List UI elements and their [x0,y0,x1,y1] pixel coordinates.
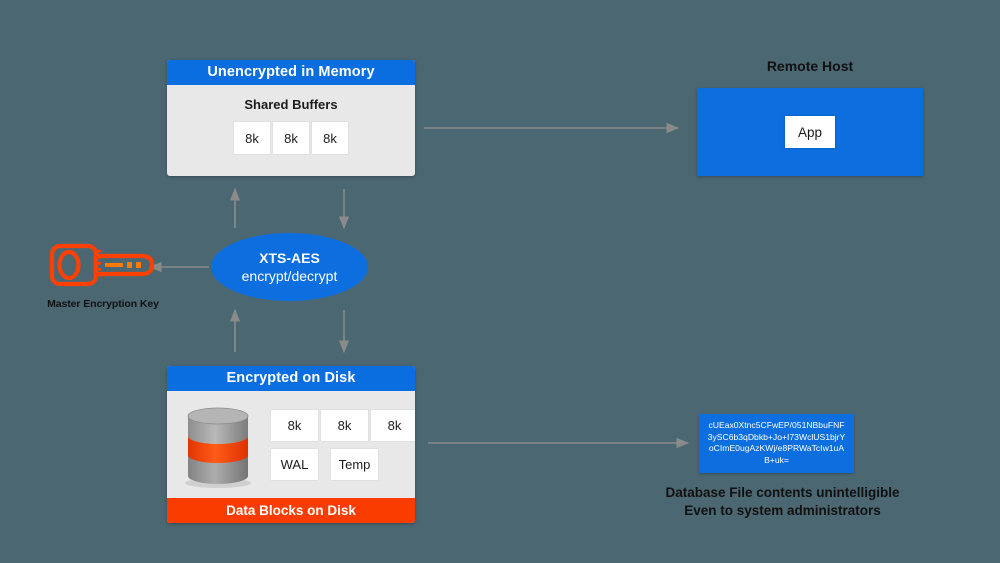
caption-line-2: Even to system administrators [684,503,881,518]
memory-panel-body: Shared Buffers 8k 8k 8k [167,85,415,154]
engine-subtitle: encrypt/decrypt [241,267,338,284]
disk-block-row-1: 8k 8k 8k [271,409,415,441]
key-caption: Master Encryption Key [47,298,159,310]
disk-block: 8k [371,409,415,441]
database-cylinder-icon [185,407,251,488]
caption-line-1: Database File contents unintelligible [665,485,900,500]
disk-block-grid: 8k 8k 8k WAL Temp [271,409,415,480]
app-box: App [785,116,835,148]
master-encryption-key-group: Master Encryption Key [42,240,164,310]
memory-panel-title: Unencrypted in Memory [167,60,415,85]
disk-block: 8k [271,409,318,441]
xts-aes-engine: XTS-AES encrypt/decrypt [211,233,368,301]
memory-block: 8k [273,122,309,154]
disk-block-row-2: WAL Temp [271,448,415,480]
ciphertext-box: cUEax0Xtnc5CFwEP/051NBbuFNF3ySC6b3qDbkb+… [699,414,854,473]
memory-block: 8k [312,122,348,154]
disk-block: 8k [321,409,368,441]
remote-host-box: App [697,88,923,176]
engine-title: XTS-AES [259,249,320,266]
shared-buffers-label: Shared Buffers [244,97,338,112]
unencrypted-memory-panel: Unencrypted in Memory Shared Buffers 8k … [167,60,415,176]
temp-block: Temp [331,448,378,480]
encrypted-disk-panel: Encrypted on Disk [167,366,415,523]
wal-block: WAL [271,448,318,480]
ciphertext-caption: Database File contents unintelligible Ev… [600,484,965,520]
key-icon [49,243,155,287]
remote-host-title: Remote Host [766,58,854,74]
disk-panel-footer: Data Blocks on Disk [167,498,415,523]
memory-block: 8k [234,122,270,154]
disk-panel-body: 8k 8k 8k WAL Temp [167,391,415,498]
disk-panel-title: Encrypted on Disk [167,366,415,391]
shared-buffer-blocks: 8k 8k 8k [167,122,415,154]
